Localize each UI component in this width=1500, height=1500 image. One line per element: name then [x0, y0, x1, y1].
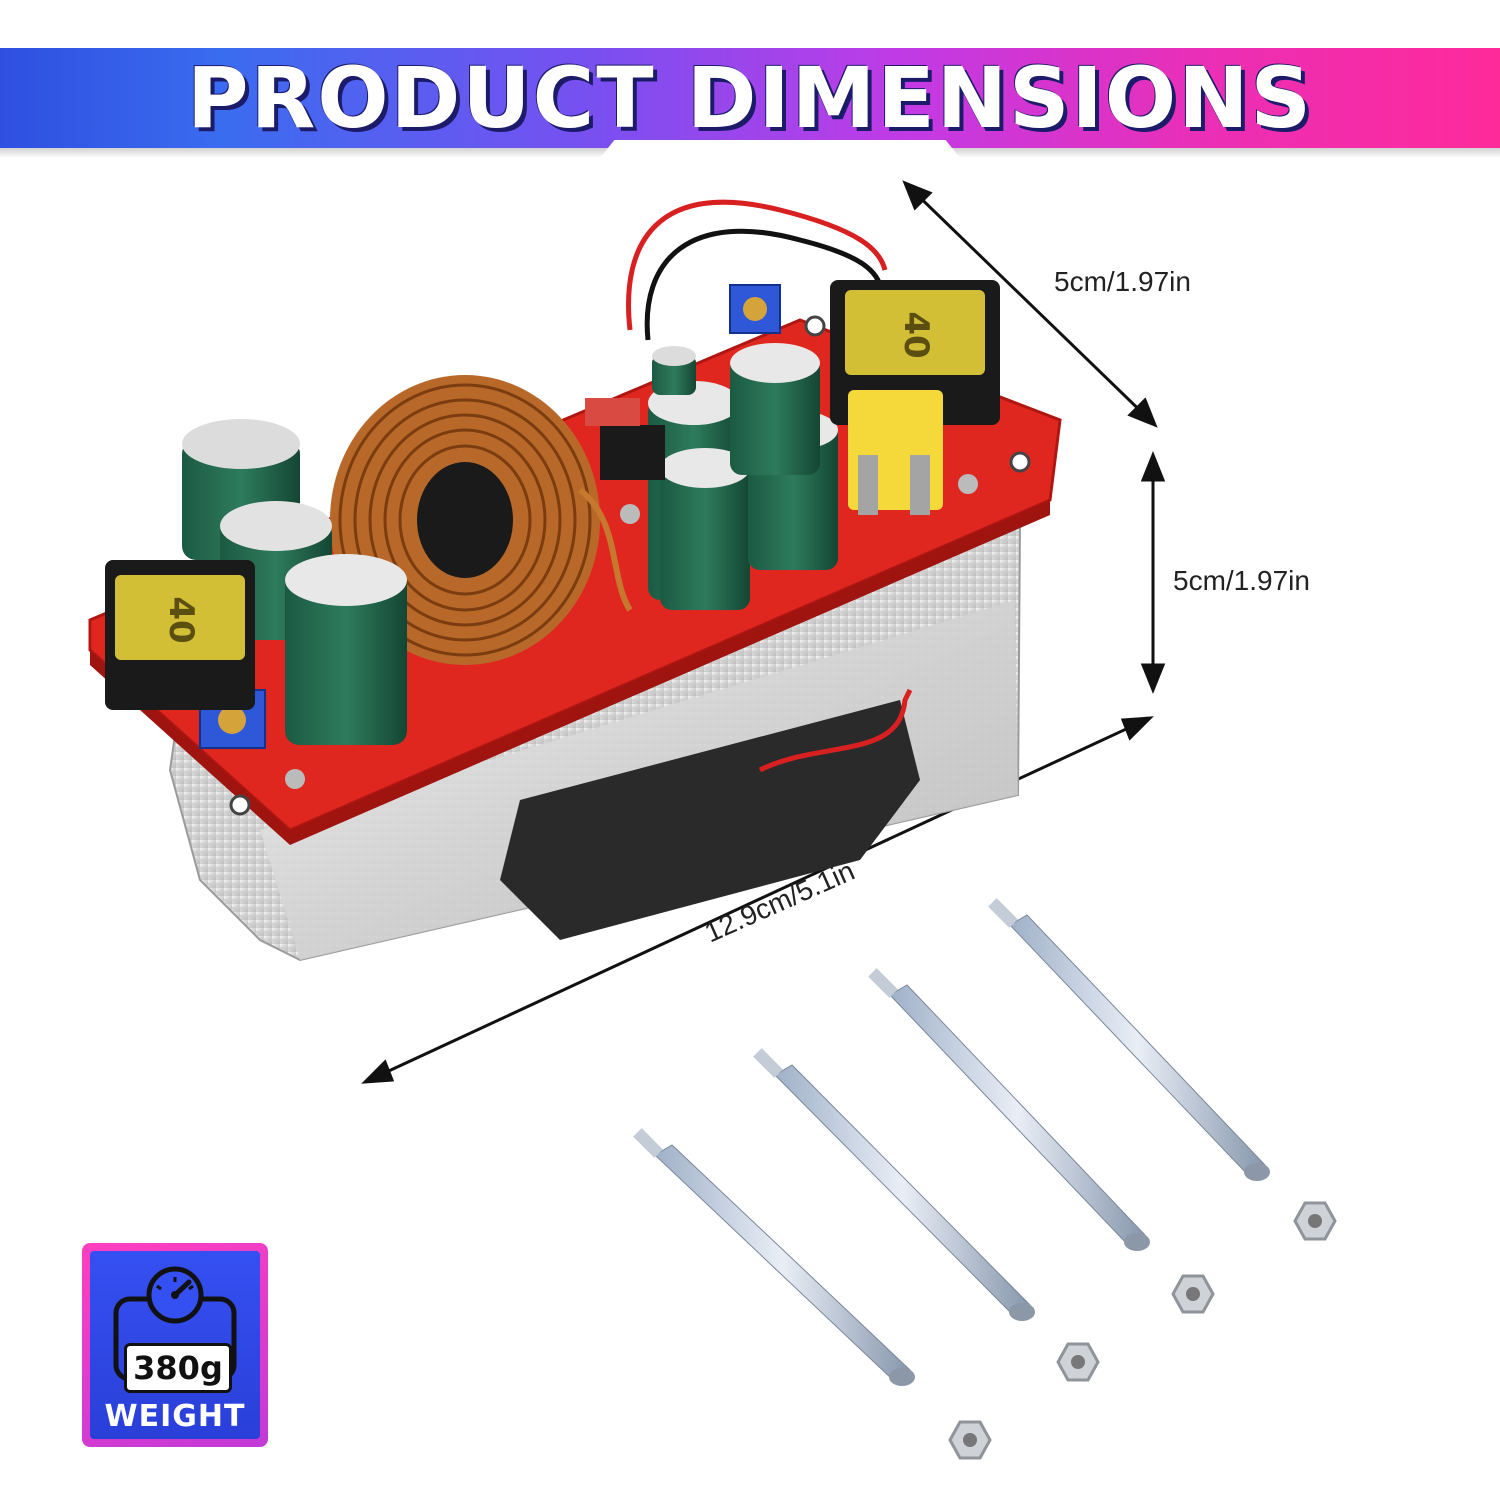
hex-nuts	[948, 1201, 1337, 1460]
hex-nut-2	[1056, 1342, 1100, 1382]
height-dimension-label: 5cm/1.97in	[1173, 565, 1310, 596]
length-arrow-line	[364, 716, 1151, 1084]
top-wire-red	[626, 199, 888, 331]
weight-value: 380g	[124, 1343, 232, 1393]
title-banner	[0, 48, 1500, 148]
fuse-left-label: 40	[161, 596, 201, 643]
blade-fuse	[848, 390, 943, 515]
capacitors	[182, 343, 838, 745]
fuse-holder-left: 40	[105, 560, 255, 710]
depth-arrow-line	[903, 181, 1157, 427]
length-arrow-head-start	[361, 1059, 395, 1084]
weight-badge-inner: 380g WEIGHT	[90, 1251, 260, 1439]
controller-chip	[600, 425, 665, 480]
hex-nut-1	[948, 1420, 992, 1460]
depth-dimension-label: 5cm/1.97in	[1054, 266, 1191, 297]
banner-notch	[600, 140, 960, 158]
page-title: PRODUCT DIMENSIONS	[187, 49, 1313, 147]
heatsink	[168, 508, 1022, 962]
standoff-2	[753, 1048, 1035, 1321]
hex-nut-3	[1171, 1274, 1215, 1314]
length-arrow-head-end	[1120, 716, 1154, 741]
standoff-4	[988, 898, 1270, 1181]
height-arrow-head-end	[1140, 663, 1166, 695]
standoff-3	[868, 968, 1150, 1251]
dimension-arrows	[361, 180, 1166, 1084]
standoffs	[633, 898, 1270, 1386]
weight-badge: 380g WEIGHT	[82, 1243, 268, 1447]
weight-label: WEIGHT	[104, 1399, 246, 1434]
fuse-right-label: 40	[896, 311, 936, 358]
standoff-1	[633, 1128, 915, 1386]
height-arrow-head-start	[1140, 450, 1166, 482]
depth-arrow-head-end	[1127, 397, 1158, 428]
depth-arrow-head-start	[902, 180, 933, 211]
fuse-holder-right: 40	[830, 280, 1000, 425]
top-wire-black	[644, 228, 883, 341]
hex-nut-4	[1293, 1201, 1337, 1241]
